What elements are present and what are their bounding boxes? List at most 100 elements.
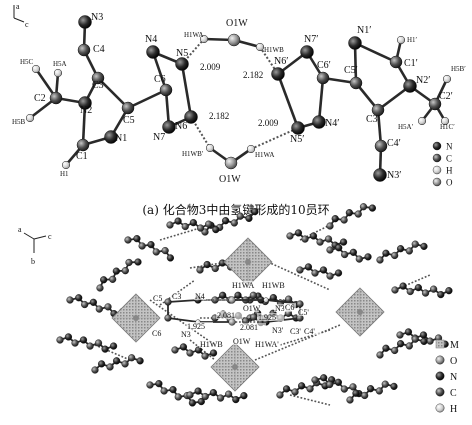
atom-n	[396, 245, 405, 253]
hydrogen-bond-b	[279, 329, 331, 346]
label-backdrop	[303, 327, 320, 335]
atom-h	[255, 42, 265, 52]
atom-c	[326, 272, 334, 280]
atom-h	[417, 116, 427, 126]
atom-n	[414, 284, 422, 292]
atom-label: O1W	[219, 174, 241, 185]
atom-n	[209, 349, 218, 357]
atom-label: H5C	[20, 58, 34, 66]
legend-label: M	[450, 340, 459, 351]
atom-c	[389, 55, 403, 69]
bond-a	[180, 63, 193, 118]
atom-label: N2	[80, 105, 92, 116]
atom-c	[230, 219, 238, 227]
atom-label: O1W	[226, 18, 248, 29]
packing-label: H1WA'	[255, 340, 279, 349]
metal-center	[357, 309, 363, 315]
axis-label-b-c: c	[48, 232, 52, 241]
atom-n	[282, 385, 291, 393]
label-backdrop	[232, 337, 249, 345]
atom-n	[188, 399, 197, 407]
atom-n	[101, 345, 109, 353]
atom-n	[179, 343, 188, 351]
atom-n	[221, 217, 230, 225]
atom-n	[396, 340, 405, 348]
atom-n	[420, 242, 428, 250]
atom-c	[196, 266, 204, 274]
atom-n	[219, 291, 227, 299]
packing-label: C5'	[298, 308, 309, 317]
atom-n	[78, 96, 92, 110]
atom-h	[61, 160, 71, 170]
atom-n	[109, 342, 118, 350]
atom-n	[251, 208, 259, 216]
atom-label: N4	[145, 34, 157, 45]
atom-c	[405, 342, 413, 350]
atom-n	[335, 244, 343, 252]
atom-c	[316, 71, 330, 85]
axis-label-a: a	[16, 2, 20, 11]
atom-c	[91, 71, 105, 85]
atom-c	[341, 250, 349, 259]
legend-swatch-c	[435, 387, 445, 397]
label-backdrop	[261, 281, 283, 289]
atom-c	[296, 266, 304, 274]
packing-label: H1WB	[200, 340, 223, 349]
atom-n	[194, 346, 203, 354]
atom-label: H5A′	[398, 123, 414, 131]
atom-c	[324, 235, 333, 243]
atom-c	[311, 269, 319, 277]
atom-c	[128, 354, 136, 362]
bond-a	[97, 77, 129, 109]
atom-label: H1WB	[264, 46, 284, 54]
atom-c	[391, 286, 399, 294]
packing-label: 2.081	[217, 311, 235, 320]
atom-c	[171, 346, 179, 354]
atom-label: C6	[154, 74, 166, 85]
label-backdrop	[180, 330, 192, 338]
atom-n	[345, 209, 353, 217]
atom-label: C4	[93, 44, 105, 55]
packing-label: C3'	[290, 327, 301, 336]
atom-n	[89, 298, 97, 306]
atom-n	[64, 333, 73, 341]
atom-n	[368, 204, 377, 212]
bond-a	[81, 102, 87, 146]
atom-n	[147, 241, 155, 249]
atom-n	[309, 232, 318, 240]
atom-n	[298, 382, 306, 390]
atom-label: H5A	[53, 60, 67, 68]
hydrogen-bond-b	[189, 339, 216, 361]
atom-c	[205, 220, 213, 228]
atom-c	[249, 291, 257, 299]
packing-label: 1.925	[258, 313, 276, 322]
atom-label: N3′	[387, 170, 401, 181]
label-backdrop	[231, 281, 253, 289]
atom-n	[352, 389, 360, 397]
atom-n	[300, 45, 314, 59]
atom-c	[225, 390, 233, 398]
atom-label: C4′	[387, 138, 401, 149]
atom-c	[125, 258, 133, 267]
atom-c	[106, 363, 114, 371]
atom-c	[94, 339, 103, 347]
atom-label: C6′	[317, 60, 331, 71]
atom-label: N6	[175, 121, 187, 132]
label-backdrop	[274, 304, 291, 312]
packing-label: C4'	[304, 327, 315, 336]
hbond-distance: 2.009	[200, 62, 221, 72]
atom-n	[403, 79, 417, 93]
packing-label: O1W	[233, 337, 251, 346]
label-backdrop	[194, 292, 206, 300]
atom-n	[174, 217, 182, 225]
atom-c	[66, 296, 74, 304]
atom-n	[169, 386, 177, 394]
atom-h	[263, 297, 269, 303]
legend-label: H	[446, 166, 453, 176]
bond-b	[167, 317, 199, 323]
legend-swatch-n	[435, 371, 445, 381]
atom-c	[121, 360, 129, 368]
label-backdrop	[242, 304, 259, 312]
legend-label: N	[450, 372, 457, 383]
atom-label: N6′	[274, 56, 288, 67]
